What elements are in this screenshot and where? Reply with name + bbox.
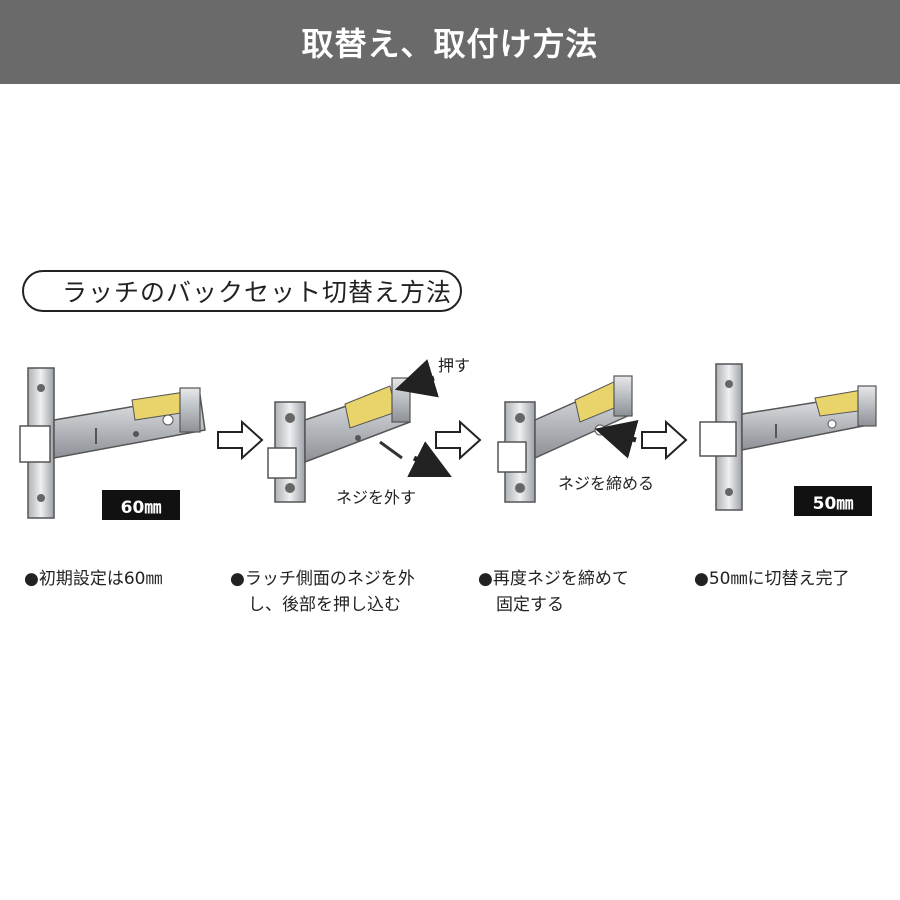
latch-50mm-illustration [699,363,877,511]
tighten-screw-callout: ネジを締める [558,474,655,493]
backset-60mm-badge: 60㎜ [102,490,180,520]
latch-screw-removal-illustration [267,359,452,503]
latch-60mm-illustration [19,367,206,519]
procedure-illustrations [19,359,877,519]
step-3-caption-line2: 固定する [496,595,564,615]
section-title-box: ラッチのバックセット切替え方法 [22,270,462,312]
push-callout: 押す [438,356,471,375]
remove-screw-callout: ネジを外す [336,488,417,507]
right-arrow-icon [217,419,264,461]
step-1-caption: ●初期設定は60㎜ [24,569,163,589]
procedure-illustration-row: 60㎜ 50㎜ 押す ネジを外す ネジを締める [0,340,900,540]
page-title: 取替え、取付け方法 [301,25,599,63]
right-arrow-icon [641,419,688,461]
section-title: ラッチのバックセット切替え方法 [62,278,453,307]
latch-screw-tighten-illustration [497,375,639,503]
backset-50mm-badge: 50㎜ [794,486,872,516]
step-2-caption-line1: ●ラッチ側面のネジを外 [230,569,415,589]
step-2-caption-line2: し、後部を押し込む [248,595,401,615]
right-arrow-icon [435,419,482,461]
step-3-caption-line1: ●再度ネジを締めて [478,569,629,589]
step-4-caption: ●50㎜に切替え完了 [694,569,850,589]
header-bar: 取替え、取付け方法 [0,0,900,84]
